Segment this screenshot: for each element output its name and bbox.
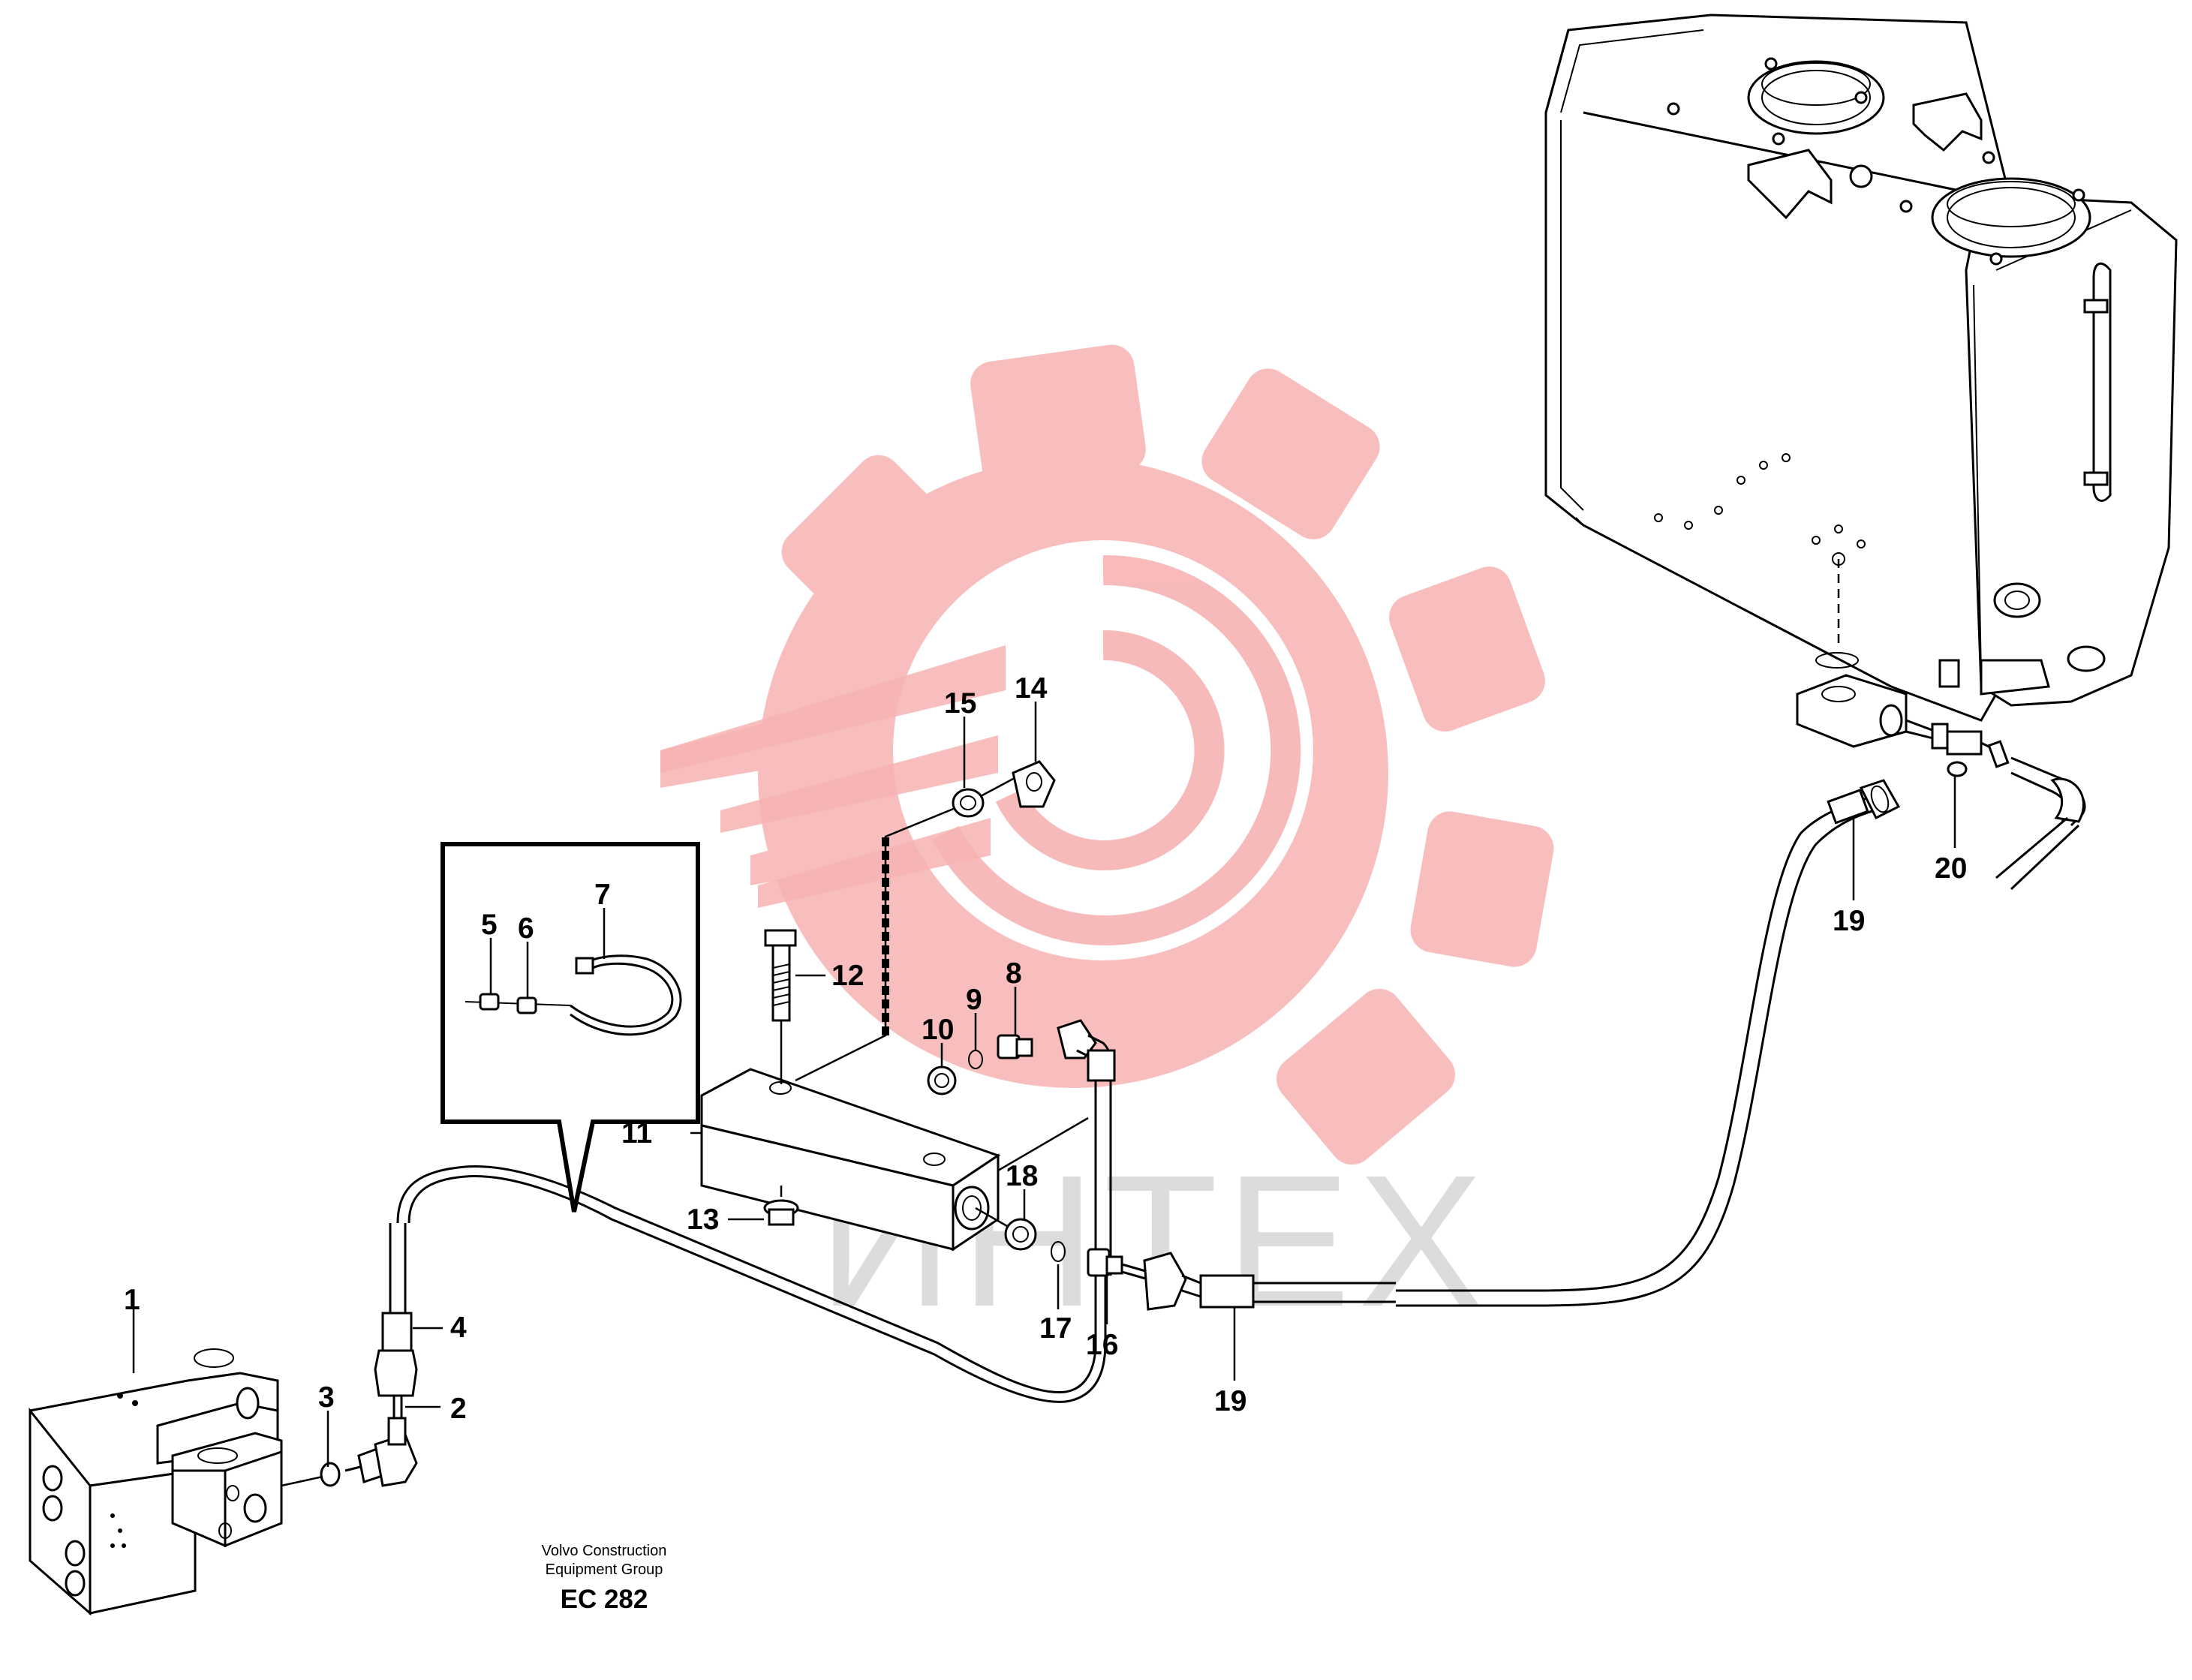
- fittings-8-9-10: [927, 1019, 1116, 1276]
- callout-12: 12: [831, 960, 864, 992]
- callout-1: 1: [124, 1284, 140, 1316]
- return-hose-19: [1396, 779, 1901, 1307]
- callout-9: 9: [966, 984, 982, 1016]
- watermark-streaks: [660, 645, 1006, 908]
- fittings-16-17-18: [975, 1207, 1396, 1311]
- distribution-block: [700, 1068, 1001, 1252]
- valve-block: [29, 1348, 283, 1616]
- callout-8: 8: [1006, 957, 1022, 990]
- tank-bolts: [1667, 57, 2085, 266]
- callout-6: 6: [518, 912, 534, 945]
- callout-18: 18: [1006, 1160, 1038, 1192]
- tank-outlet-assembly: [1796, 559, 2086, 891]
- plug-14-seal-15: [795, 760, 1056, 1082]
- nut-13: [763, 1186, 799, 1226]
- detail-inset-box: [441, 842, 700, 1213]
- watermark-gear-inner: [893, 540, 1313, 960]
- footer-company-line2: Equipment Group: [546, 1561, 663, 1578]
- callout-11: 11: [621, 1117, 652, 1150]
- callout-17: 17: [1039, 1312, 1072, 1345]
- leader-lines: [132, 702, 1956, 1467]
- watermark-gear-rings: [932, 554, 1301, 945]
- callout-19-upper: 19: [1833, 905, 1865, 937]
- callout-labels: 1 2 3 4 5 6 7 8 9 10 11 12 13 14 15 16 1…: [124, 672, 1967, 1425]
- callout-16: 16: [1086, 1329, 1118, 1361]
- callout-15: 15: [944, 687, 976, 720]
- tank-bottom-holes: [1654, 453, 1866, 566]
- callout-20: 20: [1935, 852, 1967, 885]
- callout-10: 10: [922, 1014, 954, 1046]
- callout-14: 14: [1015, 672, 1048, 705]
- callout-13: 13: [687, 1204, 719, 1236]
- footer-company-line1: Volvo Construction: [542, 1543, 667, 1559]
- bolt-12: [764, 929, 797, 1084]
- callout-3: 3: [318, 1381, 335, 1414]
- main-pipe: [396, 1165, 1107, 1403]
- callout-5: 5: [481, 909, 498, 941]
- fittings-2-3-4: [281, 1223, 418, 1487]
- footer: Volvo Construction Equipment Group EC 28…: [542, 1543, 667, 1614]
- callout-4: 4: [450, 1312, 467, 1344]
- footer-diagram-code: EC 282: [561, 1585, 648, 1614]
- callout-7: 7: [594, 879, 611, 911]
- callout-2: 2: [450, 1393, 467, 1425]
- callout-19-lower: 19: [1214, 1385, 1246, 1417]
- hydraulic-tank: [1544, 14, 2178, 722]
